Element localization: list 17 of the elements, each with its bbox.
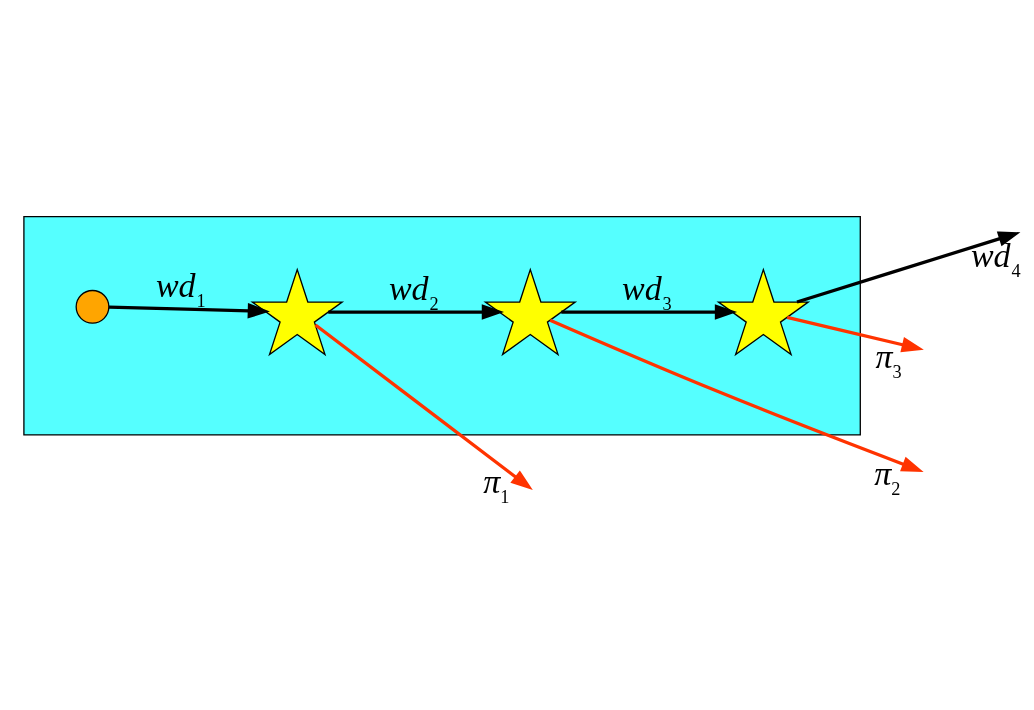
- edge-label: wd$_{1}$: [155, 266, 206, 311]
- node-star: [250, 267, 345, 356]
- arrow: [786, 315, 924, 352]
- arrow: [108, 302, 270, 319]
- arrow: [796, 230, 1021, 304]
- edge-label: wd$_{3}$: [622, 269, 672, 314]
- edge-label: wd$_{2}$: [388, 269, 439, 314]
- edge-label: π$_{3}$: [875, 337, 902, 382]
- arrow: [314, 323, 533, 490]
- arrow: [549, 318, 924, 472]
- arrow: [328, 303, 505, 320]
- edge-label: wd$_{4}$: [970, 236, 1021, 280]
- cluster: [23, 215, 861, 436]
- edge-label: π$_{1}$: [483, 462, 510, 507]
- edge-label: π$_{2}$: [874, 454, 901, 499]
- node-circle: [75, 289, 110, 324]
- arrow: [561, 303, 738, 320]
